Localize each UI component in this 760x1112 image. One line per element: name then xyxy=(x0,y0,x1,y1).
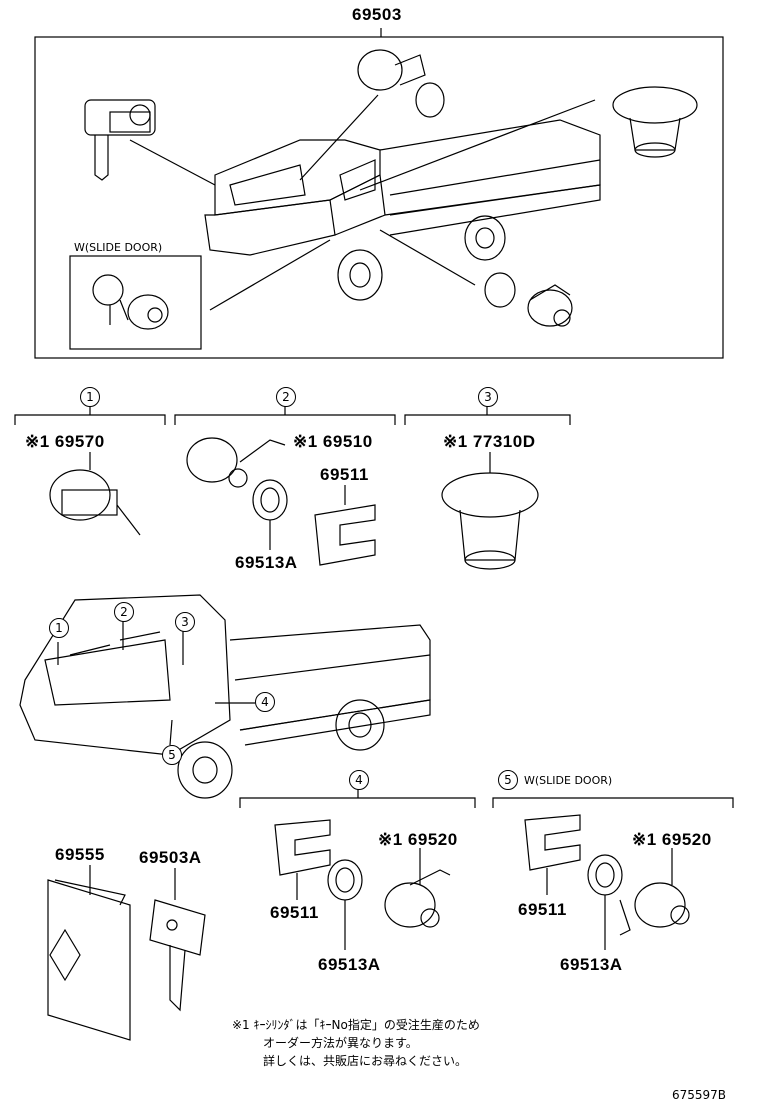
note-line-2: オーダー方法が異なります。 xyxy=(263,1036,418,1050)
bracket-5 xyxy=(492,797,734,808)
slide-cylinder-4 xyxy=(274,819,451,950)
key-drawing xyxy=(149,868,206,1012)
fuel-cap-top xyxy=(612,86,698,158)
truck-top-drawing xyxy=(204,119,601,301)
callout-2: 2 xyxy=(276,387,296,407)
bracket-3 xyxy=(404,414,571,425)
callout-3: 3 xyxy=(478,387,498,407)
bracket-1 xyxy=(14,414,166,425)
label-bracket-4: 69511 xyxy=(270,903,319,922)
slide-door-inset xyxy=(69,255,202,350)
key-case-drawing xyxy=(47,865,131,1041)
note-line-3: 詳しくは、共販店にお尋ねください。 xyxy=(263,1054,468,1068)
bracket-4 xyxy=(239,797,476,808)
truck-callout-1: 1 xyxy=(49,618,69,638)
callout-5: 5 xyxy=(498,770,518,790)
label-part-2: ※1 69510 xyxy=(293,432,373,451)
label-part-5: ※1 69520 xyxy=(632,830,712,849)
label-ring-5: 69513A xyxy=(560,955,623,974)
callout-4: 4 xyxy=(349,770,369,790)
truck-callout-5: 5 xyxy=(162,745,182,765)
slide-cylinder-5 xyxy=(524,814,690,950)
label-main-part: 69503 xyxy=(352,5,402,24)
fuel-cap-3 xyxy=(441,452,539,570)
truck-callout-2: 2 xyxy=(114,602,134,622)
truck-lower-drawing xyxy=(19,594,431,799)
main-frame xyxy=(34,36,724,359)
door-lock-cylinder-side xyxy=(484,272,573,327)
truck-callout-3: 3 xyxy=(175,612,195,632)
label-part-3: ※1 77310D xyxy=(443,432,536,451)
label-key-case: 69555 xyxy=(55,845,105,864)
label-ring-4: 69513A xyxy=(318,955,381,974)
callout-1: 1 xyxy=(80,387,100,407)
label-key: 69503A xyxy=(139,848,202,867)
truck-callout-4: 4 xyxy=(255,692,275,712)
door-cylinder-2 xyxy=(186,437,376,566)
label-part-1: ※1 69570 xyxy=(25,432,105,451)
label-part-4: ※1 69520 xyxy=(378,830,458,849)
label-bracket-2: 69511 xyxy=(320,465,369,484)
bracket-2 xyxy=(174,414,396,425)
label-bracket-5: 69511 xyxy=(518,900,567,919)
label-slide-door-5: W(SLIDE DOOR) xyxy=(524,774,613,787)
ignition-cylinder-1 xyxy=(49,452,141,536)
label-slide-door-inset: W(SLIDE DOOR) xyxy=(74,241,163,254)
note-line-1: ※1 ｷｰｼﾘﾝﾀﾞは「ｷｰNo指定」の受注生産のため xyxy=(232,1018,480,1032)
door-lock-cylinder-top xyxy=(357,49,445,118)
diagram-id: 675597B xyxy=(672,1088,727,1102)
label-ring-2: 69513A xyxy=(235,553,298,572)
slide-door-cylinder-inset xyxy=(92,274,169,330)
ignition-switch-drawing xyxy=(84,99,156,181)
